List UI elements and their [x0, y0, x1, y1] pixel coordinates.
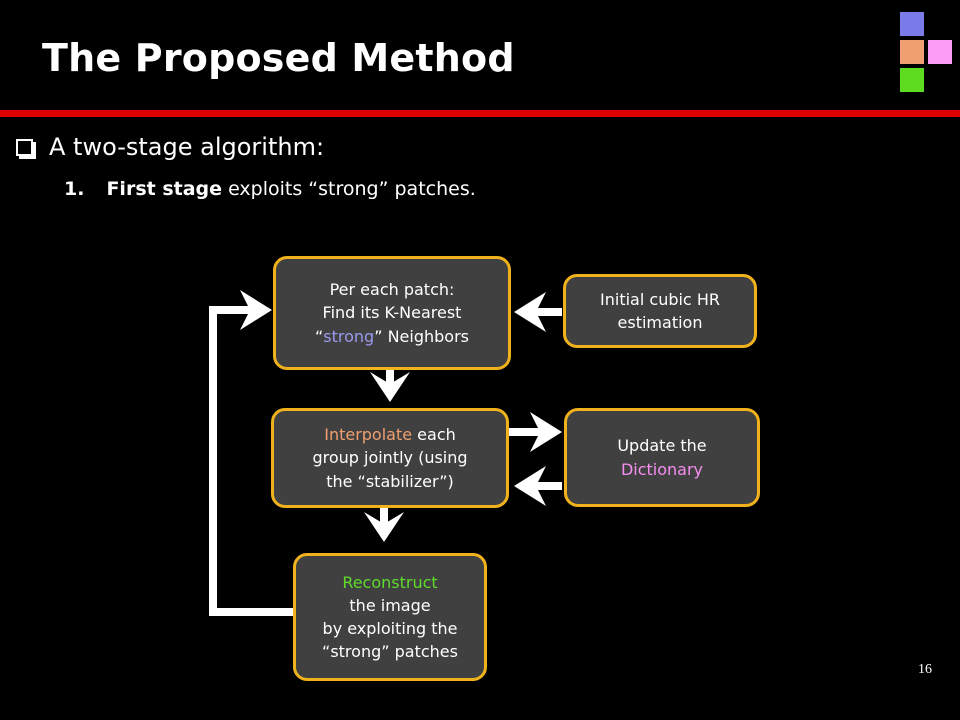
recon-line2: the image	[349, 595, 431, 615]
numbered-item: 1. First stage exploits “strong” patches.	[64, 178, 476, 200]
item-bold-text: First stage	[106, 178, 223, 200]
interp-line2: group jointly (using	[312, 448, 468, 468]
deco-square-orange	[900, 40, 924, 64]
strong-highlight: strong	[323, 326, 375, 346]
reconstruct-box: Reconstruct the image by exploiting the …	[293, 553, 487, 681]
init-line2: estimation	[617, 313, 703, 332]
arrow-head-interp-to-update	[530, 412, 562, 452]
title-rule	[0, 110, 960, 117]
arrow-head-knn-to-interp	[370, 372, 410, 402]
deco-square-blue	[900, 12, 924, 36]
feedback-loop-line	[209, 306, 296, 616]
knn-line3: “strong” Neighbors	[314, 326, 469, 346]
dictionary-highlight: Dictionary	[620, 459, 704, 479]
recon-line4: “strong” patches	[322, 642, 458, 662]
checkbox-icon	[16, 138, 33, 156]
arrow-head-update-to-interp	[514, 466, 546, 506]
update-box: Update the Dictionary	[564, 408, 760, 507]
interpolate-highlight: Interpolate	[324, 425, 413, 445]
interp-line1: Interpolate each	[324, 425, 456, 445]
arrow-head-into-knn	[240, 290, 272, 330]
reconstruct-highlight: Reconstruct	[342, 572, 438, 592]
init-box: Initial cubic HR estimation	[563, 274, 757, 348]
knn-line1: Per each patch:	[329, 280, 455, 300]
arrow-head-init-to-knn	[514, 292, 546, 332]
item-rest-text: exploits “strong” patches.	[222, 178, 476, 200]
page-number: 16	[918, 662, 932, 677]
deco-square-green	[900, 68, 924, 92]
recon-line3: by exploiting the	[322, 619, 458, 638]
update-line1: Update the	[617, 436, 707, 456]
bullet-item: A two-stage algorithm:	[16, 133, 324, 161]
interpolate-box: Interpolate each group jointly (using th…	[271, 408, 509, 508]
deco-square-pink	[928, 40, 952, 64]
slide-title: The Proposed Method	[42, 36, 515, 80]
knn-box: Per each patch: Find its K-Nearest “stro…	[273, 256, 511, 370]
arrow-head-interp-to-recon	[364, 512, 404, 542]
item-number: 1.	[64, 178, 85, 200]
interp-line3: the “stabilizer”)	[326, 471, 454, 491]
init-line1: Initial cubic HR	[600, 289, 720, 309]
knn-line2: Find its K-Nearest	[322, 303, 462, 323]
bullet-text: A two-stage algorithm:	[49, 133, 325, 161]
